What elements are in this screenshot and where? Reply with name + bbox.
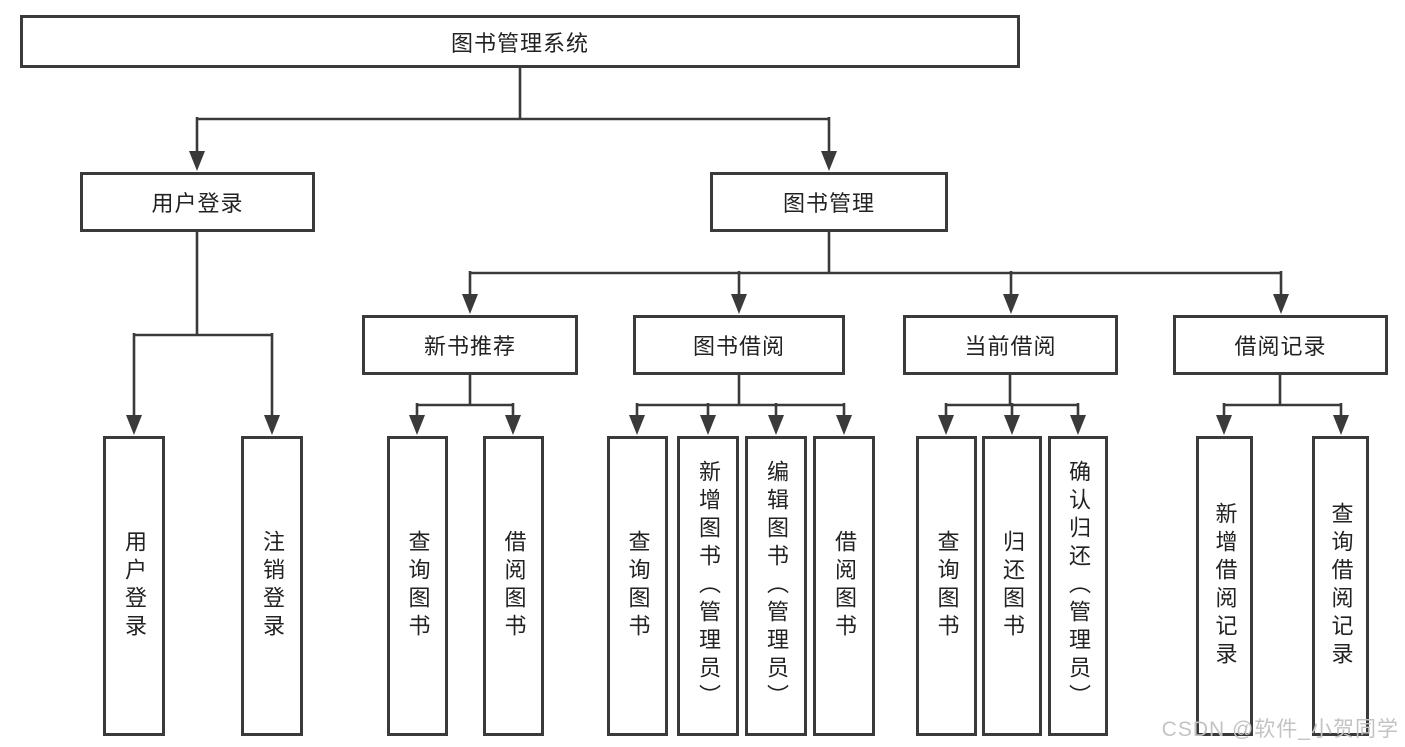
- node-leaf-return-book: 归还图书: [982, 436, 1042, 736]
- node-new-book-rec: 新书推荐: [362, 315, 578, 375]
- connector-book-borrow-to-leaves: [629, 375, 852, 435]
- connector-borrow-records-to-leaves: [1216, 375, 1349, 435]
- connector-current-borrow-to-leaves: [938, 375, 1086, 435]
- node-leaf-user-login: 用户登录: [103, 436, 165, 736]
- connector-user-login-to-leaves: [126, 232, 280, 435]
- node-leaf-add-book: 新增图书（管理员）: [677, 436, 739, 736]
- node-leaf-query-borrow-record: 查询借阅记录: [1312, 436, 1369, 736]
- node-user-login: 用户登录: [80, 172, 315, 232]
- node-book-mgmt: 图书管理: [710, 172, 948, 232]
- connector-new-book-rec-to-leaves: [409, 375, 521, 435]
- connector-book-mgmt-to-level3: [462, 232, 1289, 314]
- csdn-watermark: CSDN @软件_小贺同学: [1161, 718, 1399, 741]
- node-book-borrow: 图书借阅: [633, 315, 845, 375]
- node-leaf-edit-book: 编辑图书（管理员）: [745, 436, 807, 736]
- node-leaf-query-book-3: 查询图书: [916, 436, 977, 736]
- node-leaf-query-book-2: 查询图书: [607, 436, 668, 736]
- node-root: 图书管理系统: [20, 15, 1020, 68]
- node-leaf-borrow-book-2: 借阅图书: [813, 436, 875, 736]
- connector-root-to-level2: [189, 68, 837, 171]
- node-leaf-add-borrow-record: 新增借阅记录: [1196, 436, 1253, 736]
- node-leaf-borrow-book-1: 借阅图书: [483, 436, 544, 736]
- node-leaf-query-book-1: 查询图书: [387, 436, 448, 736]
- node-leaf-confirm-return: 确认归还（管理员）: [1048, 436, 1108, 736]
- node-current-borrow: 当前借阅: [903, 315, 1118, 375]
- node-borrow-records: 借阅记录: [1173, 315, 1388, 375]
- node-leaf-logout: 注销登录: [241, 436, 303, 736]
